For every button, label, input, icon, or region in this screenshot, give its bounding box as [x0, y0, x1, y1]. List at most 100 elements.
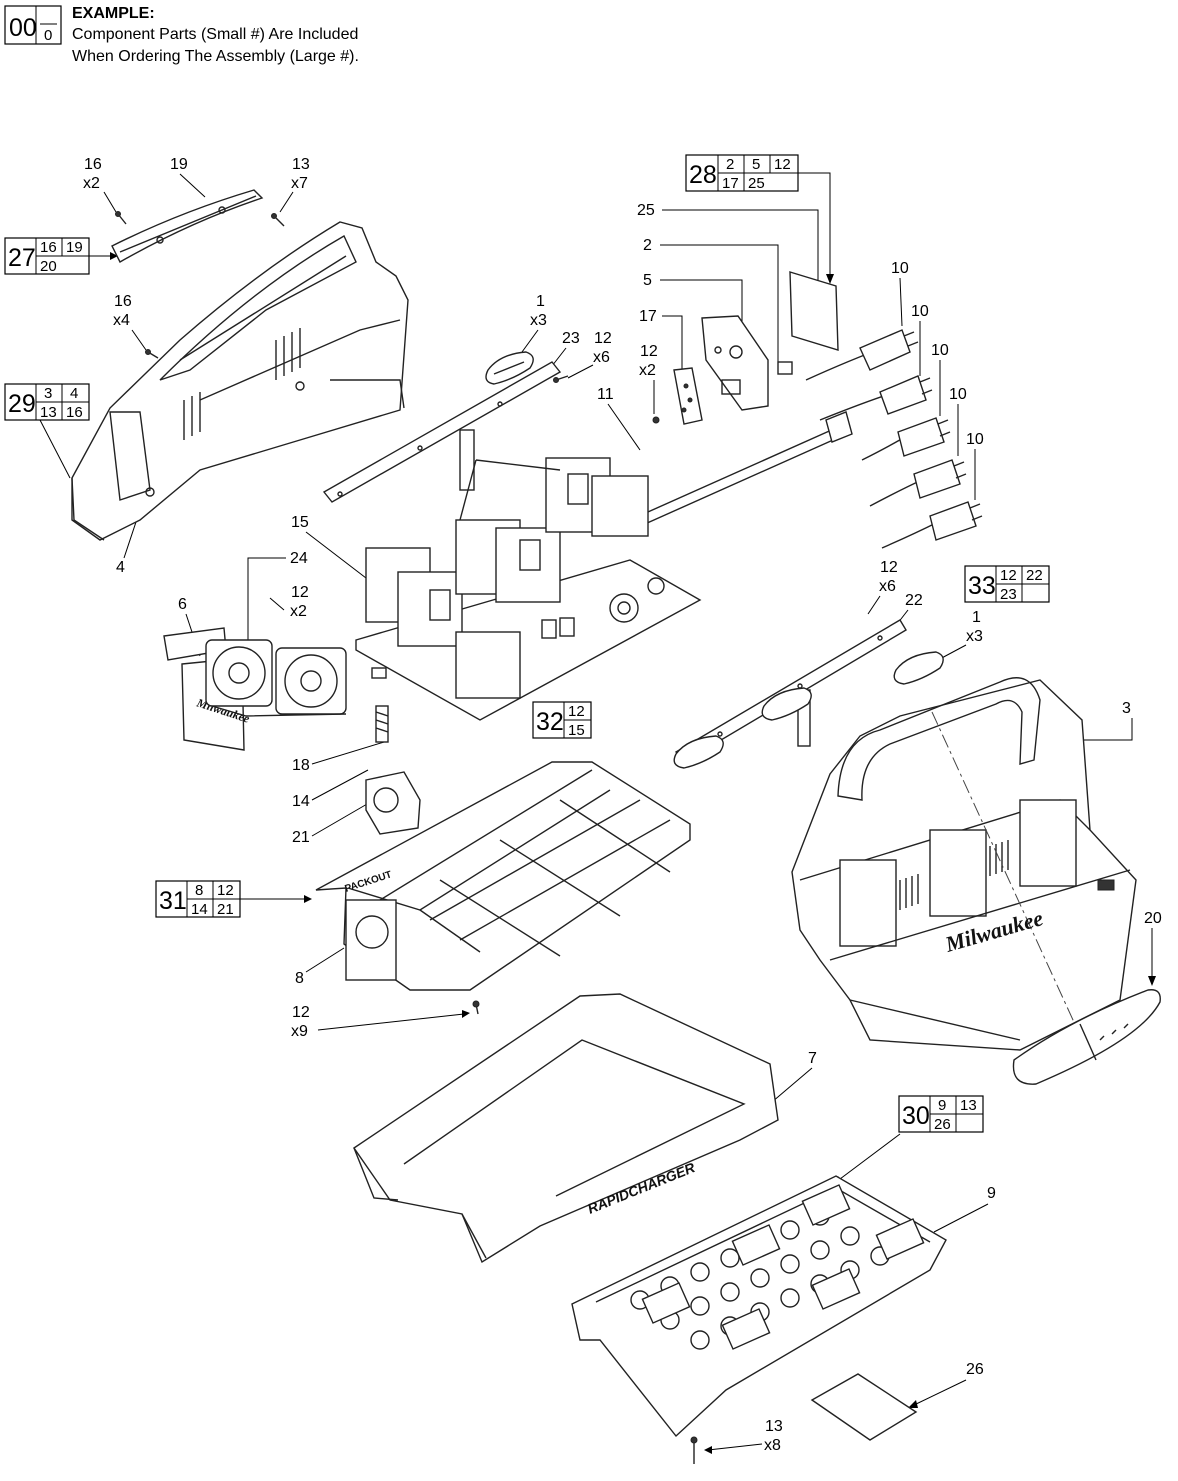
assembly-29-part: 13 — [40, 404, 57, 421]
part-20-rear-grip — [1012, 989, 1161, 1085]
part-1-pad-top — [485, 351, 534, 385]
callout-4: 4 — [116, 559, 125, 576]
callout-26: 26 — [966, 1361, 984, 1378]
callout-16: 16 — [114, 293, 132, 310]
part-7-rapidcharger-frame: RAPIDCHARGER — [353, 993, 779, 1264]
assembly-27-number: 27 — [8, 244, 36, 272]
part-23-bus-bar — [322, 361, 562, 503]
callout-qty: x3 — [966, 628, 983, 645]
assembly-33-part: 22 — [1026, 567, 1043, 584]
part-13-screw-bottom — [690, 1436, 698, 1464]
callout-12: 12 — [880, 559, 898, 576]
part-21-duct — [365, 771, 421, 835]
callout-3: 3 — [1122, 700, 1131, 717]
callout-10: 10 — [891, 260, 909, 277]
assembly-box-31: 31 8 12 14 21 — [155, 880, 312, 918]
part-26-label-sheet — [810, 1373, 918, 1441]
assembly-28-part: 2 — [726, 156, 734, 173]
assembly-28-part: 12 — [774, 156, 791, 173]
assembly-box-33: 33 12 22 23 — [964, 565, 1050, 603]
part-19-grip — [111, 189, 264, 263]
part-12-screw-base — [472, 1000, 480, 1015]
assembly-box-27: 27 16 19 20 — [4, 237, 118, 275]
assembly-30-part: 9 — [938, 1097, 946, 1114]
assembly-28-part: 5 — [752, 156, 760, 173]
part-8-base-tray: PACKOUT — [315, 761, 691, 991]
callout-15: 15 — [291, 514, 309, 531]
callout-qty: x6 — [879, 578, 896, 595]
assembly-28-number: 28 — [689, 161, 717, 189]
callout-25: 25 — [637, 202, 655, 219]
callout-1: 1 — [536, 293, 545, 310]
callout-2: 2 — [643, 237, 652, 254]
assembly-box-29: 29 3 4 13 16 — [4, 383, 90, 479]
part-1-pads-bottom — [673, 651, 944, 769]
callout-21: 21 — [292, 829, 310, 846]
legend-big-number: 00 — [9, 14, 37, 42]
callout-12: 12 — [292, 1004, 310, 1021]
assembly-30-part: 26 — [934, 1116, 951, 1133]
assembly-33-part: 23 — [1000, 586, 1017, 603]
part-3-main-housing: Milwaukee — [791, 677, 1137, 1051]
callout-13: 13 — [292, 156, 310, 173]
callout-11: 11 — [597, 386, 614, 403]
assembly-box-30: 30 9 13 26 — [832, 1095, 984, 1186]
assembly-29-number: 29 — [8, 390, 36, 418]
heatsink-fins — [183, 328, 301, 440]
assembly-32-part: 12 — [568, 703, 585, 720]
callout-8: 8 — [295, 970, 304, 987]
assembly-29-part: 16 — [66, 404, 83, 421]
part-12-screw-small — [652, 416, 660, 424]
assembly-28-part: 17 — [722, 175, 739, 192]
part-4-housing-frame — [71, 221, 409, 541]
part-12-screw — [553, 375, 569, 383]
callout-12: 12 — [291, 584, 309, 601]
part-2-clip — [777, 361, 793, 375]
callout-qty: x2 — [639, 362, 656, 379]
callout-12: 12 — [640, 343, 658, 360]
callout-12: 12 — [594, 330, 612, 347]
callout-5: 5 — [643, 272, 652, 289]
part-5-panel-cover — [701, 315, 769, 411]
callout-10: 10 — [966, 431, 984, 448]
part-15-circuit-board — [355, 457, 702, 721]
callout-qty: x6 — [593, 349, 610, 366]
callout-14: 14 — [292, 793, 310, 810]
assembly-31-number: 31 — [159, 887, 187, 915]
callout-qty: x2 — [290, 603, 307, 620]
assembly-31-part: 8 — [195, 882, 203, 899]
assembly-31-part: 12 — [217, 882, 234, 899]
assembly-29-part: 3 — [44, 385, 52, 402]
housing-vents — [899, 840, 1009, 910]
assembly-box-32: 32 12 15 — [532, 701, 592, 739]
assembly-27-part: 20 — [40, 258, 57, 275]
assembly-box-28: 28 2 5 12 17 25 — [685, 154, 834, 284]
callout-qty: x7 — [291, 175, 308, 192]
callout-qty: x3 — [530, 312, 547, 329]
assembly-33-number: 33 — [968, 572, 996, 600]
callout-qty: x2 — [83, 175, 100, 192]
assembly-31-part: 14 — [191, 901, 208, 918]
legend-heading: EXAMPLE: — [72, 5, 155, 22]
assembly-30-number: 30 — [902, 1102, 930, 1130]
assembly-28-part: 25 — [748, 175, 765, 192]
part-screws-top — [115, 211, 285, 359]
legend-line-2: When Ordering The Assembly (Large #). — [72, 48, 359, 65]
callout-9: 9 — [987, 1185, 996, 1202]
callout-18: 18 — [292, 757, 310, 774]
callout-7: 7 — [808, 1050, 817, 1067]
part-10-power-cords — [629, 329, 983, 549]
part-9-base-plate — [571, 1175, 947, 1438]
callout-qty: x9 — [291, 1023, 308, 1040]
legend-line-1: Component Parts (Small #) Are Included — [72, 26, 358, 43]
assembly-33-part: 12 — [1000, 567, 1017, 584]
callout-22: 22 — [905, 592, 923, 609]
callout-19: 19 — [170, 156, 188, 173]
part-17-pcb — [673, 367, 703, 425]
callout-23: 23 — [562, 330, 580, 347]
part-18-filter — [375, 705, 389, 743]
callout-10: 10 — [949, 386, 967, 403]
callout-13: 13 — [765, 1418, 783, 1435]
callout-1: 1 — [972, 609, 981, 626]
